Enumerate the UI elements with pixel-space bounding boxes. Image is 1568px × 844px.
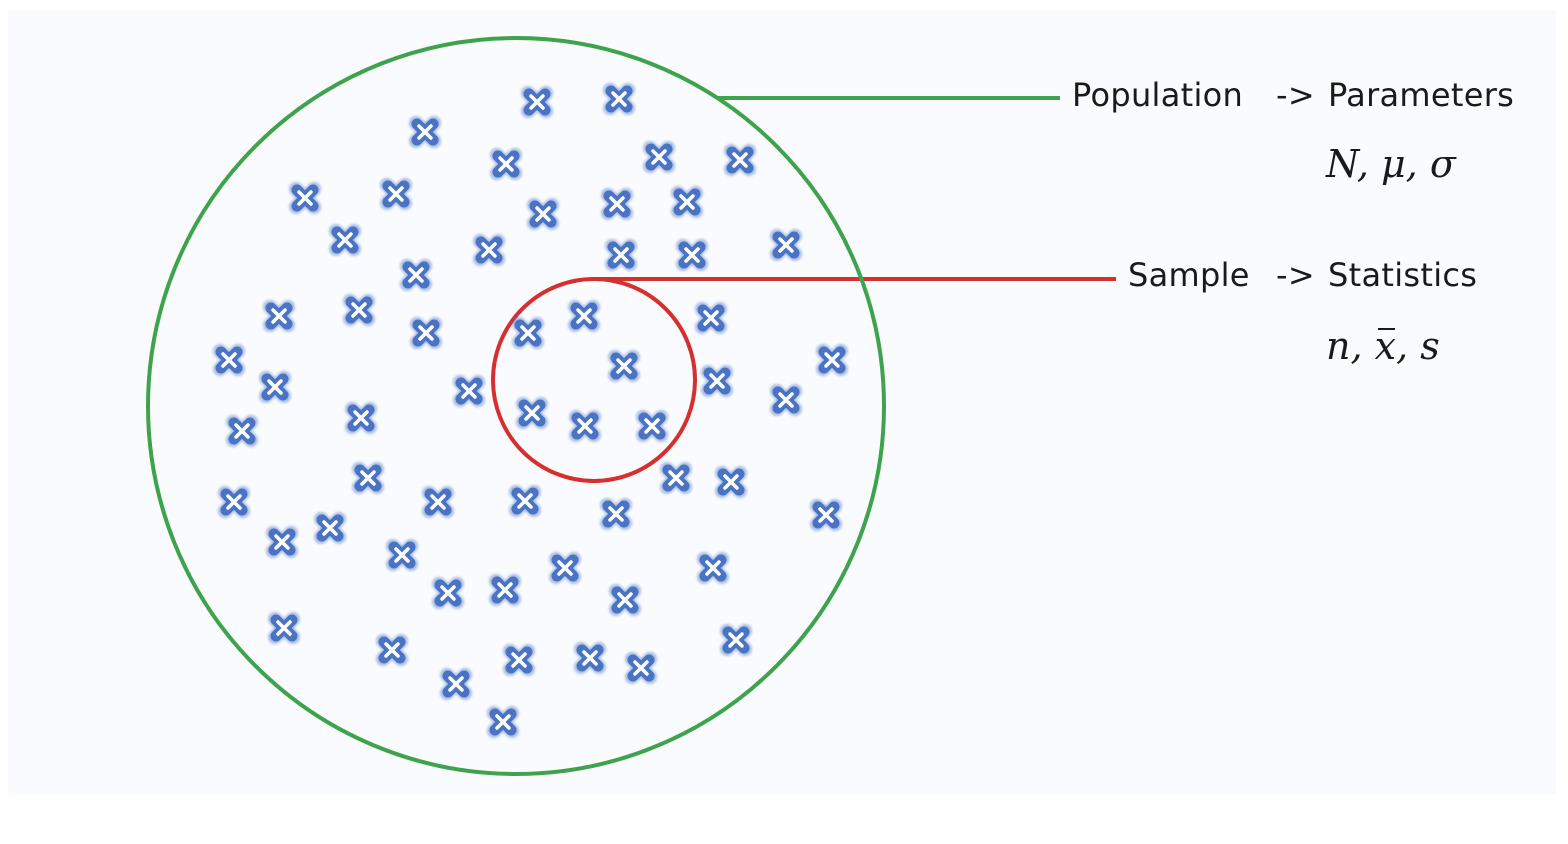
x-marker-icon: [697, 552, 729, 584]
x-marker-icon: [549, 552, 581, 584]
x-marker-icon: [569, 410, 601, 442]
x-marker-icon: [503, 644, 535, 676]
symbol-n: n,: [1326, 324, 1375, 368]
x-marker-icon: [289, 182, 321, 214]
statistics-symbols: n, x, s: [1326, 324, 1440, 368]
x-marker-icon: [218, 486, 250, 518]
x-marker-icon: [603, 83, 635, 115]
x-marker-icon: [671, 186, 703, 218]
statistics-label: Statistics: [1328, 256, 1478, 294]
x-marker-icon: [509, 485, 541, 517]
x-marker-icon: [701, 365, 733, 397]
x-marker-icon: [816, 344, 848, 376]
x-marker-icon: [226, 415, 258, 447]
x-marker-icon: [600, 498, 632, 530]
x-marker-icon: [720, 624, 752, 656]
x-marker-icon: [422, 486, 454, 518]
x-marker-icon: [400, 259, 432, 291]
connector-lines: [592, 96, 1116, 281]
x-marker-icon: [770, 384, 802, 416]
x-marker-icon: [490, 148, 522, 180]
x-marker-icon: [259, 371, 291, 403]
x-marker-icon: [643, 141, 675, 173]
x-marker-icon: [489, 574, 521, 606]
population-circle: [146, 36, 886, 776]
x-marker-icon: [527, 198, 559, 230]
x-marker-icon: [810, 499, 842, 531]
x-marker-icon: [329, 224, 361, 256]
x-marker-icon: [376, 634, 408, 666]
x-marker-icon: [601, 188, 633, 220]
x-marker-icon: [343, 294, 375, 326]
x-marker-icon: [263, 300, 295, 332]
x-marker-icon: [724, 144, 756, 176]
x-marker-icon: [625, 652, 657, 684]
x-marker-icon: [473, 234, 505, 266]
x-marker-icon: [410, 317, 442, 349]
x-marker-icon: [487, 706, 519, 738]
x-marker-icon: [568, 300, 600, 332]
population-markers: [213, 83, 848, 738]
x-marker-icon: [345, 402, 377, 434]
x-marker-icon: [314, 512, 346, 544]
x-marker-icon: [512, 317, 544, 349]
x-marker-icon: [516, 397, 548, 429]
x-marker-icon: [266, 526, 298, 558]
x-marker-icon: [432, 577, 464, 609]
sample-circle: [491, 277, 697, 483]
population-arrow: ->: [1276, 76, 1315, 114]
x-marker-icon: [636, 410, 668, 442]
x-marker-icon: [715, 466, 747, 498]
x-marker-icon: [380, 178, 412, 210]
x-marker-icon: [660, 462, 692, 494]
parameters-symbols: N, μ, σ: [1326, 142, 1456, 186]
sample-label: Sample: [1128, 256, 1250, 294]
x-marker-icon: [440, 668, 472, 700]
x-marker-icon: [213, 344, 245, 376]
symbol-x-bar: x: [1374, 324, 1397, 368]
x-marker-icon: [352, 462, 384, 494]
x-marker-icon: [695, 302, 727, 334]
x-marker-icon: [521, 86, 553, 118]
x-marker-icon: [609, 584, 641, 616]
symbol-s: , s: [1396, 324, 1440, 368]
x-marker-icon: [605, 239, 637, 271]
parameters-label: Parameters: [1328, 76, 1515, 114]
x-marker-icon: [608, 350, 640, 382]
x-marker-icon: [268, 612, 300, 644]
sample-arrow: ->: [1276, 256, 1315, 294]
x-marker-icon: [770, 229, 802, 261]
population-label: Population: [1072, 76, 1244, 114]
x-marker-icon: [453, 375, 485, 407]
x-marker-icon: [574, 642, 606, 674]
x-marker-icon: [409, 116, 441, 148]
x-marker-icon: [386, 539, 418, 571]
x-marker-icon: [676, 239, 708, 271]
